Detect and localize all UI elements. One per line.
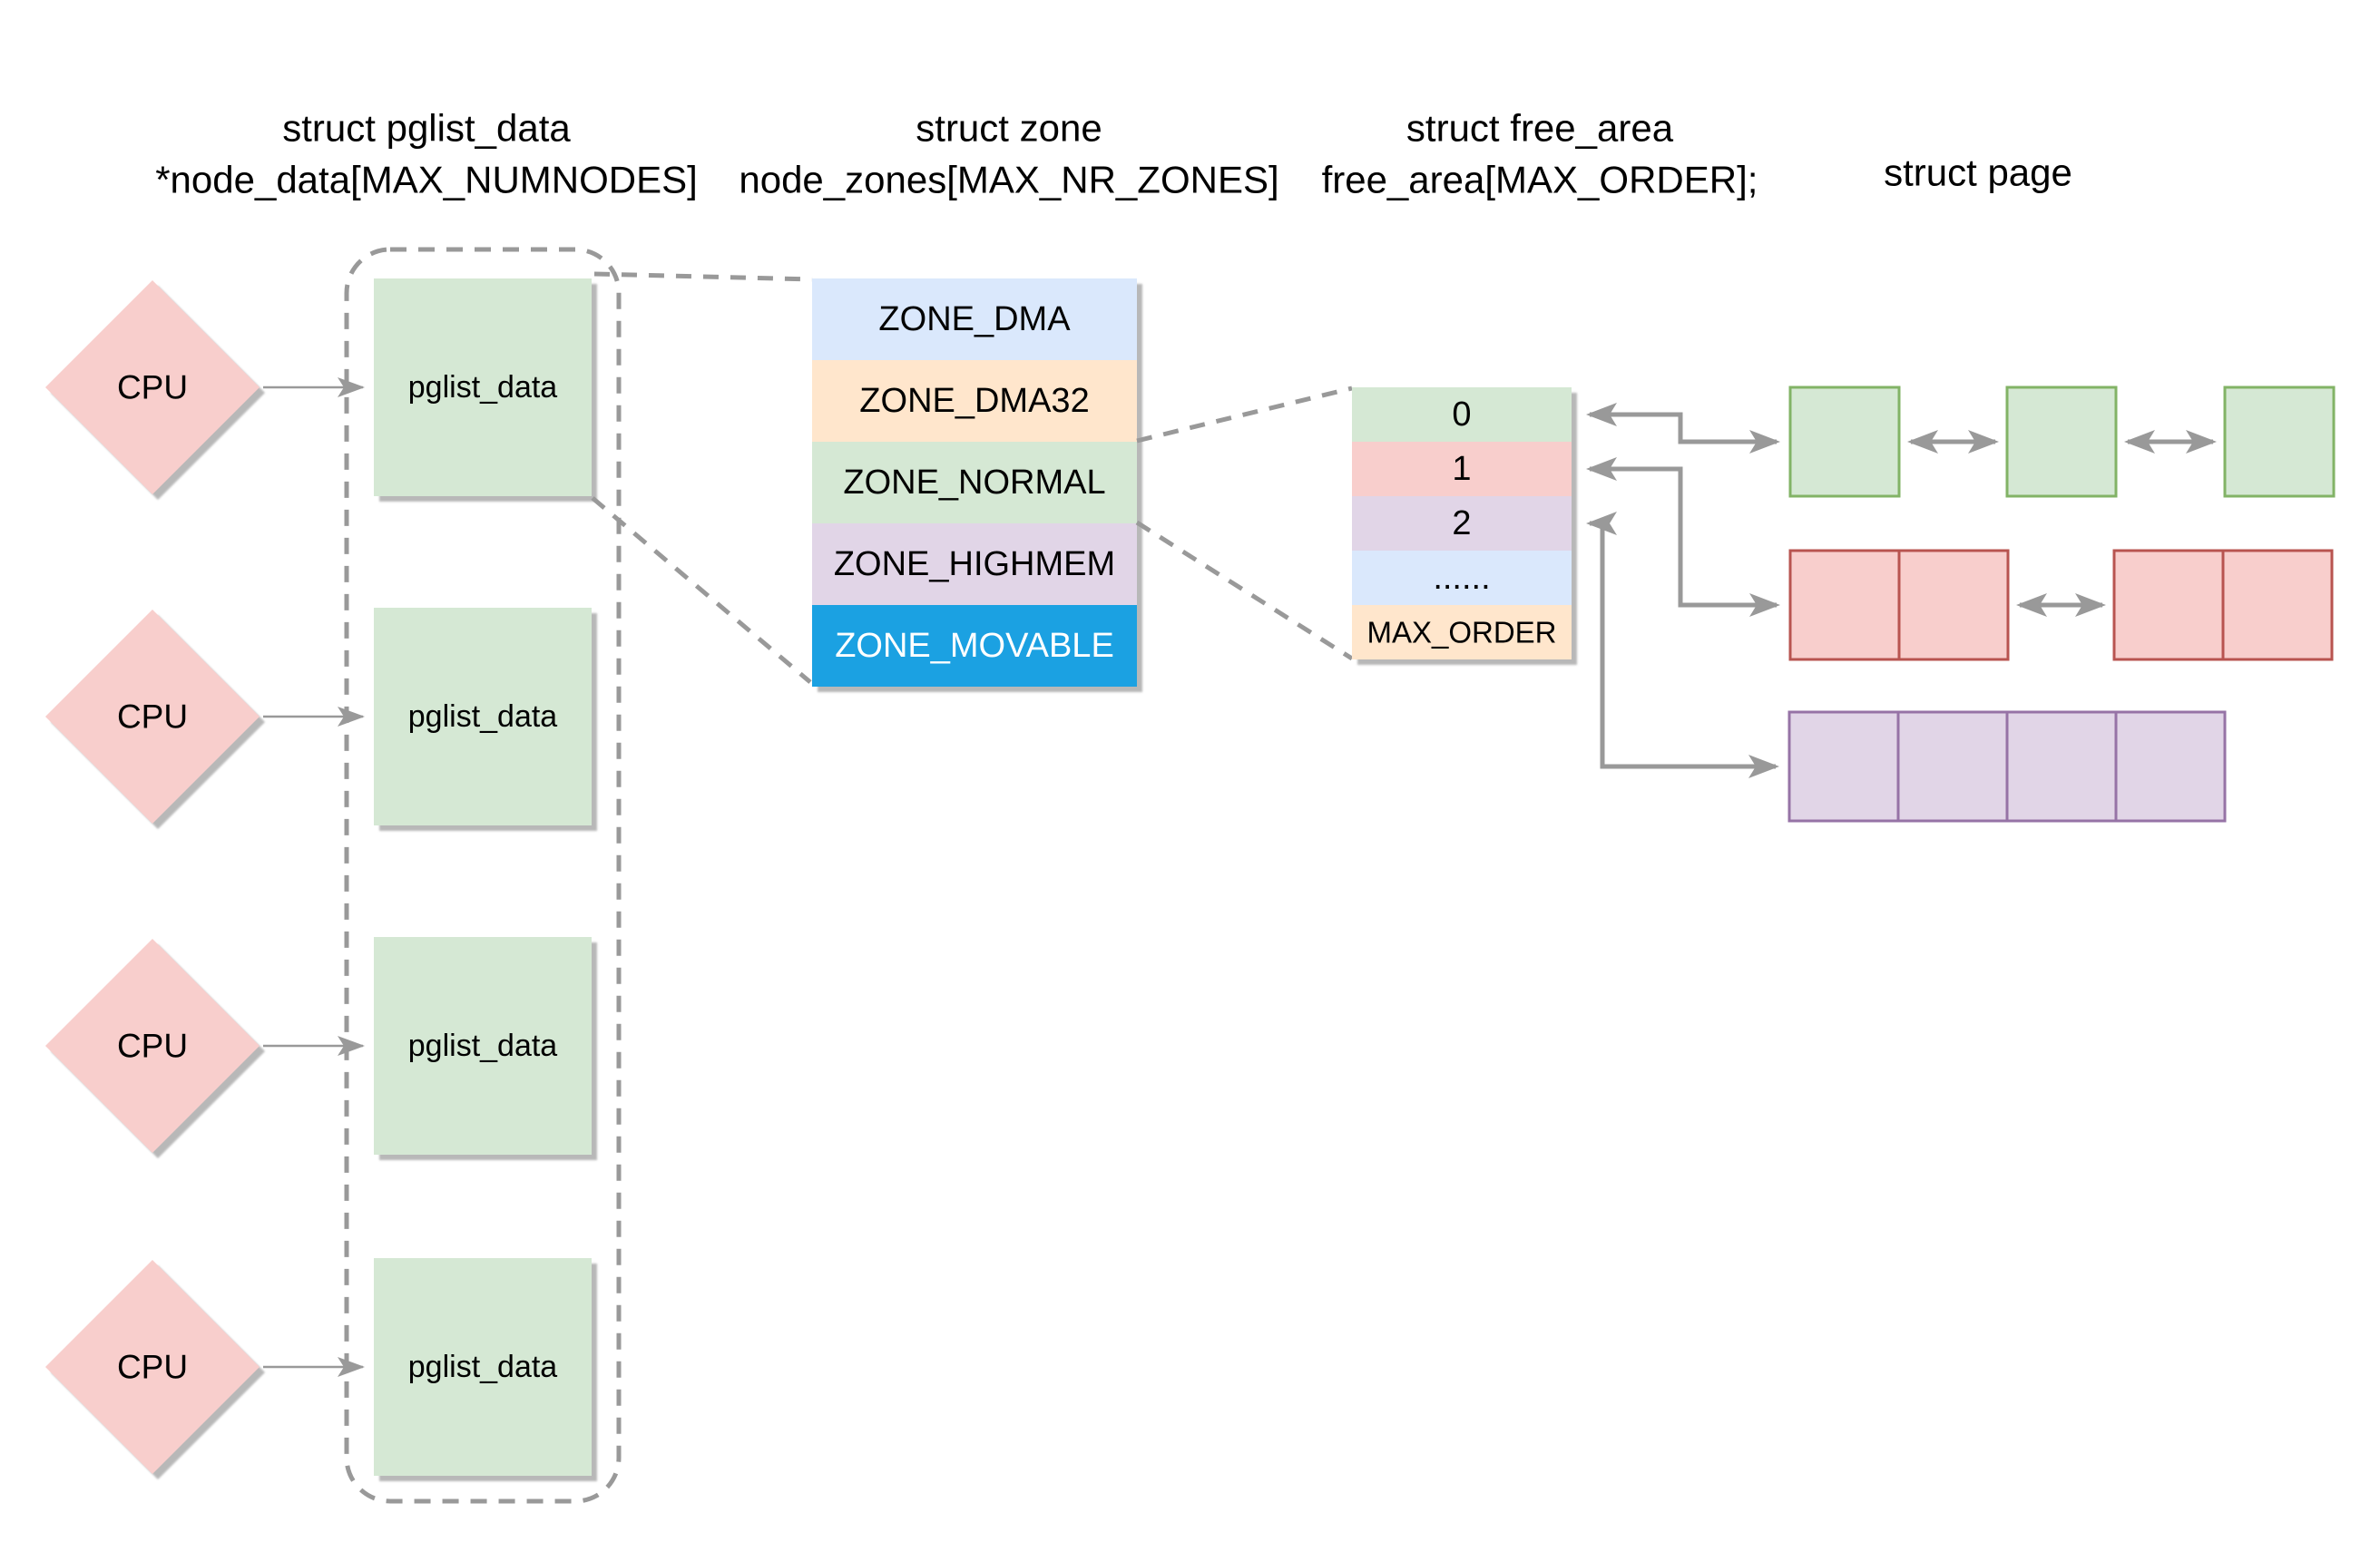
page-block-o1-1b — [1897, 549, 2010, 661]
zone-row-dma — [812, 278, 1137, 360]
order0-link-arrow — [1586, 403, 1780, 454]
free-area-row-maxorder — [1352, 605, 1572, 659]
cpu-diamond-1 — [45, 280, 260, 494]
header-page: struct page — [1884, 151, 2072, 194]
page-block-o1-1a — [1788, 549, 1901, 661]
page-block-o1-2a — [2112, 549, 2225, 661]
node-to-zone-dash-top — [593, 271, 813, 282]
cpu-diamonds: CPU CPU CPU CPU — [45, 280, 260, 1474]
free-area-row-0 — [1352, 387, 1572, 442]
zone-row-dma32 — [812, 360, 1137, 442]
header-freearea-line2: free_area[MAX_ORDER]; — [1322, 159, 1758, 201]
pglist-label-1: pglist_data — [408, 370, 558, 405]
header-pglist-line1: struct pglist_data — [282, 107, 571, 150]
pglist-box-1 — [374, 278, 592, 496]
free-area-label-1: 1 — [1452, 450, 1471, 488]
page-block-o0-1 — [1788, 386, 1901, 498]
zone-row-normal — [812, 442, 1137, 523]
free-area-table — [1352, 387, 1572, 659]
cpu-label-1: CPU — [117, 369, 188, 406]
zone-label-dma: ZONE_DMA — [878, 300, 1071, 338]
pglist-label-4: pglist_data — [408, 1350, 558, 1384]
zone-label-normal: ZONE_NORMAL — [843, 464, 1105, 502]
cpu-label-2: CPU — [117, 698, 188, 736]
cpu-label-3: CPU — [117, 1028, 188, 1065]
free-area-row-2 — [1352, 496, 1572, 551]
page-list-order1 — [1788, 549, 2334, 661]
free-area-to-page-arrows — [1586, 403, 1780, 778]
header-freearea-line1: struct free_area — [1406, 107, 1674, 150]
column-headers: struct pglist_data *node_data[MAX_NUMNOD… — [155, 107, 2072, 201]
page-block-o2-b — [1896, 710, 2009, 823]
page-block-o2-d — [2114, 710, 2227, 823]
zone-to-freearea-dash-bottom — [1135, 520, 1354, 661]
zone-row-highmem — [812, 523, 1137, 605]
pglist-box-3 — [374, 937, 592, 1155]
zone-to-freearea-dash-top — [1136, 386, 1353, 444]
zone-label-movable: ZONE_MOVABLE — [835, 627, 1114, 665]
page-list-order2 — [1787, 710, 2227, 823]
pglist-label-3: pglist_data — [408, 1029, 558, 1063]
pglist-data-nodes: pglist_data pglist_data pglist_data pgli… — [374, 278, 592, 1476]
free-area-label-dots: ...... — [1433, 559, 1490, 597]
cpu-diamond-2 — [45, 610, 260, 824]
page-block-o0-2 — [2005, 386, 2118, 498]
zone-row-movable — [812, 605, 1137, 687]
pglist-label-2: pglist_data — [408, 699, 558, 734]
zone-stack-labels: ZONE_DMA ZONE_DMA32 ZONE_NORMAL ZONE_HIG… — [834, 300, 1115, 665]
order1-link-arrow — [1586, 457, 1780, 617]
free-area-row-1 — [1352, 442, 1572, 496]
node-array-dashed-group — [344, 247, 622, 1504]
header-zone-line1: struct zone — [916, 107, 1102, 150]
pglist-box-2 — [374, 608, 592, 825]
page-block-o0-3 — [2223, 386, 2336, 498]
page-block-o2-c — [2005, 710, 2118, 823]
page-block-o1-2b — [2221, 549, 2334, 661]
free-area-row-dots — [1352, 551, 1572, 605]
node-to-zone-dash-bottom — [591, 496, 812, 684]
zone-label-highmem: ZONE_HIGHMEM — [834, 545, 1115, 583]
page-block-o2-a — [1787, 710, 1900, 823]
order2-link-arrow — [1586, 512, 1779, 778]
free-area-label-maxorder: MAX_ORDER — [1366, 616, 1556, 649]
cpu-to-node-arrows — [263, 377, 365, 1377]
zone-label-dma32: ZONE_DMA32 — [859, 382, 1089, 420]
cpu-label-4: CPU — [117, 1349, 188, 1386]
cpu-diamond-3 — [45, 939, 260, 1153]
page-list-order0 — [1788, 386, 2336, 498]
header-zone-line2: node_zones[MAX_NR_ZONES] — [739, 159, 1278, 201]
cpu-diamond-4 — [45, 1260, 260, 1474]
free-area-labels: 0 1 2 ...... MAX_ORDER — [1366, 395, 1556, 649]
pglist-box-4 — [374, 1258, 592, 1476]
free-area-label-2: 2 — [1452, 504, 1471, 542]
header-pglist-line2: *node_data[MAX_NUMNODES] — [155, 159, 698, 201]
free-area-label-0: 0 — [1452, 395, 1471, 434]
zone-stack — [812, 278, 1137, 687]
